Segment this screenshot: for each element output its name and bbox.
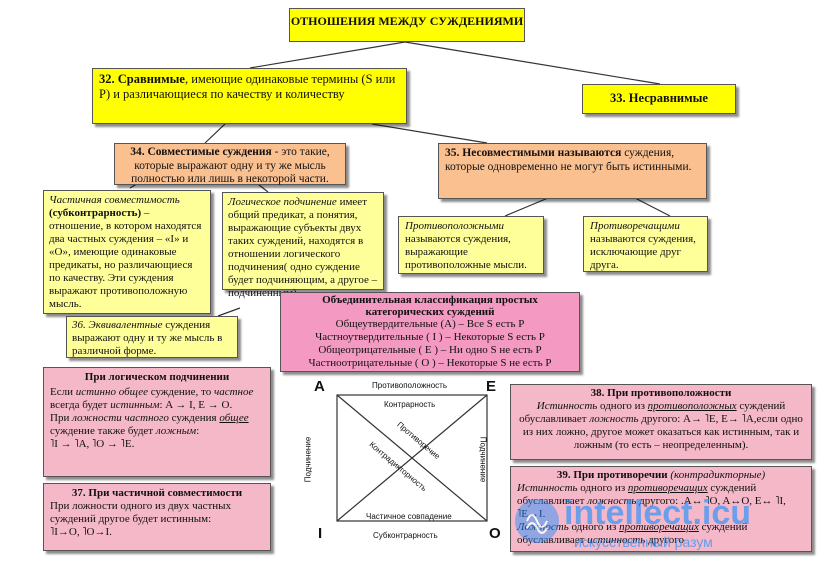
subordination-text: имеет общий предикат, а понятия, выражаю… xyxy=(228,196,378,299)
classification-line-o: Частноотрицательные ( O ) – Некоторые S … xyxy=(308,357,552,369)
subordination-term: Логическое подчинение xyxy=(228,196,337,208)
partial-compat-rule-text: При ложности одного из двух частных сужд… xyxy=(50,499,232,525)
subordination-box: Логическое подчинение имеет общий предик… xyxy=(222,192,384,299)
opposite-text: называются суждения, выражающие противоп… xyxy=(405,232,527,271)
incompatible-text: суждения, которые одновременно не могут … xyxy=(445,147,692,173)
contradictory-term: Противоречащими xyxy=(590,220,680,232)
label-subordination-left: Подчинение xyxy=(303,436,313,483)
opposite-term: Противоположными xyxy=(405,220,505,232)
compatible-box: 34. Совместимые суждения - это такие, ко… xyxy=(114,143,346,185)
logical-subordination-rules-title: При логическом подчинении xyxy=(84,371,230,383)
equivalent-term: 36. Эквивалентные xyxy=(72,319,163,331)
incompatible-box: 35. Несовместимыми называются суждения, … xyxy=(438,143,707,199)
opposition-rules-title: 38. При противоположности xyxy=(590,387,732,399)
compatible-label: 34. Совместимые суждения xyxy=(130,146,272,158)
partial-bold: (субконтрарность) xyxy=(49,206,142,219)
corner-o: O xyxy=(489,525,501,542)
compatible-text: - это такие, которые выражают одну и ту … xyxy=(131,146,330,186)
watermark-tagline: искусственный разум xyxy=(574,534,713,550)
logical-subordination-rule-1: Если истинно общее суждение, то частное … xyxy=(50,385,254,411)
classification-line-i: Частноутвердительные ( I ) – Некоторые S… xyxy=(315,331,545,344)
contradictory-text: называются суждения, исключающие друг др… xyxy=(590,232,696,271)
classification-line-e: Общеотрицательные ( E ) – Ни одно S не е… xyxy=(318,344,542,357)
corner-a: A xyxy=(314,378,325,395)
partial-term: Частичная совместимость xyxy=(49,194,180,206)
watermark: intellect.icu искусственный разум xyxy=(512,494,812,554)
logical-subordination-rules-box: При логическом подчинении Если истинно о… xyxy=(43,367,271,477)
logical-subordination-rule-2: При ложности частного суждения общее суж… xyxy=(50,411,249,437)
watermark-brand: intellect.icu xyxy=(564,494,752,532)
classification-title: Объединительная классификация простых ка… xyxy=(322,294,538,318)
partial-compat-rules-box: 37. При частичной совместимости При ложн… xyxy=(43,483,271,551)
label-subcontrary: Субконтрарность xyxy=(373,531,438,540)
comparable-text: , имеющие одинаковые термины (S или P) и… xyxy=(99,72,396,101)
brain-logo-icon xyxy=(515,499,559,543)
label-partial-coincidence: Частичное совпадение xyxy=(366,512,452,521)
corner-e: E xyxy=(486,378,497,395)
partial-compat-formula: ˥I→O, ˥O→I. xyxy=(50,525,112,538)
comparable-box: 32. Сравнимые, имеющие одинаковые термин… xyxy=(92,68,407,124)
logical-square xyxy=(336,394,488,522)
classification-box: Объединительная классификация простых ка… xyxy=(280,292,580,372)
label-subordination-right: Подчинение xyxy=(478,436,488,483)
label-contrary: Контрарность xyxy=(384,400,436,409)
label-opposition: Противоположность xyxy=(372,381,447,390)
incompatible-label: 35. Несовместимыми называются xyxy=(445,147,622,159)
equivalent-box: 36. Эквивалентные суждения выражают одну… xyxy=(66,316,238,358)
contradiction-rules-box: 39. При противоречии (контрадикторные) И… xyxy=(510,466,812,552)
opposite-box: Противоположными называются суждения, вы… xyxy=(398,216,544,274)
classification-line-a: Общеутвердительные (A) – Все S есть P xyxy=(335,318,525,331)
logical-subordination-formula: ˥I → ˥A, ˥O → ˥E. xyxy=(50,437,135,450)
contradictory-box: Противоречащими называются суждения, иск… xyxy=(583,216,708,272)
contradiction-rule-1: Истинность одного из противоречащих сужд… xyxy=(517,481,786,520)
corner-i: I xyxy=(318,525,323,542)
partial-compat-rules-title: 37. При частичной совместимости xyxy=(71,487,243,499)
incomparable-box: 33. Несравнимые xyxy=(582,84,736,114)
opposition-rules-box: 38. При противоположности Истинность одн… xyxy=(510,384,812,460)
partial-text: – отношение, в котором находятся два час… xyxy=(49,206,202,310)
square-frame xyxy=(336,394,488,522)
partial-compat-box: Частичная совместимость (субконтрарность… xyxy=(43,190,211,314)
opposition-rule-text: Истинность одного из противоположных суж… xyxy=(519,399,803,451)
comparable-label: 32. Сравнимые xyxy=(99,72,185,86)
equivalent-text: суждения выражают одну и ту же мысль в р… xyxy=(72,319,223,357)
diagram-title-text: ОТНОШЕНИЯ МЕЖДУ СУЖДЕНИЯМИ xyxy=(290,14,524,28)
incomparable-label: 33. Несравнимые xyxy=(610,91,708,105)
square-diagonal-e-i xyxy=(336,394,488,522)
contradiction-rules-title: 39. При противоречии (контрадикторные) xyxy=(556,469,766,481)
diagram-title: ОТНОШЕНИЯ МЕЖДУ СУЖДЕНИЯМИ xyxy=(289,8,525,42)
